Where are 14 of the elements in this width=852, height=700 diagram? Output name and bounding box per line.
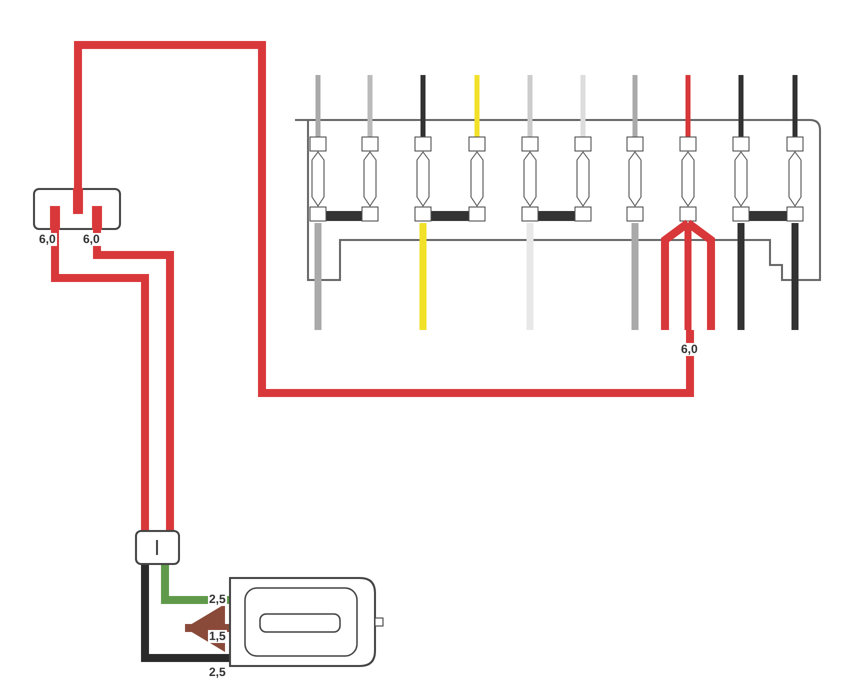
- wire: [185, 604, 230, 652]
- wire: [141, 565, 230, 662]
- wire-gauge-label: 6,0: [680, 343, 699, 356]
- wire: [93, 230, 174, 530]
- wire: [161, 565, 230, 604]
- wire-gauge-label: 6,0: [38, 233, 57, 246]
- connector-block: [33, 188, 121, 230]
- wire-gauge-label: 6,0: [82, 233, 101, 246]
- wire: [74, 41, 694, 397]
- wire-gauge-label: 2,5: [208, 593, 227, 606]
- wire-gauge-label: 1,5: [208, 630, 227, 643]
- plug-connector: [135, 530, 180, 565]
- wire-gauge-label: 2,5: [208, 666, 227, 679]
- wire: [51, 230, 149, 530]
